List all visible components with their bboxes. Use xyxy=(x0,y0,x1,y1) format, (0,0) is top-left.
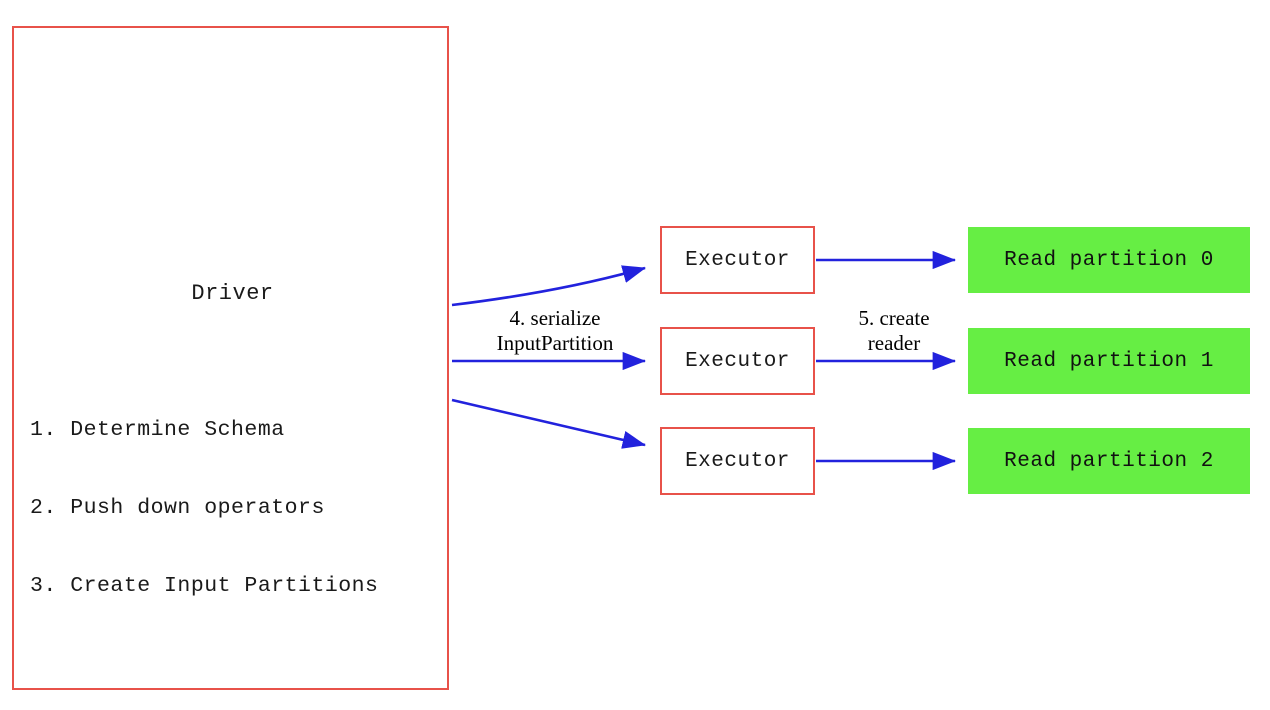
edge-label-create-reader-line-2: reader xyxy=(867,331,921,355)
read-partition-box-0: Read partition 0 xyxy=(968,227,1250,293)
read-partition-label: Read partition 0 xyxy=(1004,248,1214,272)
executor-label: Executor xyxy=(685,349,790,373)
arrow-driver-to-executor-2 xyxy=(451,398,647,449)
driver-title: Driver xyxy=(191,281,274,306)
edge-label-serialize: 4. serialize InputPartition xyxy=(459,306,651,356)
driver-box: Driver 1. Determine Schema 2. Push down … xyxy=(12,26,449,690)
read-partition-box-1: Read partition 1 xyxy=(968,328,1250,394)
driver-step-2: 2. Push down operators xyxy=(30,496,325,520)
executor-label: Executor xyxy=(685,248,790,272)
read-partition-label: Read partition 2 xyxy=(1004,449,1214,473)
edge-label-serialize-line-1: 4. serialize xyxy=(509,306,601,330)
driver-step-3: 3. Create Input Partitions xyxy=(30,574,379,598)
read-partition-box-2: Read partition 2 xyxy=(968,428,1250,494)
edge-label-create-reader-line-1: 5. create xyxy=(858,306,930,330)
executor-box-2: Executor xyxy=(660,427,815,495)
executor-box-1: Executor xyxy=(660,327,815,395)
driver-step-1: 1. Determine Schema xyxy=(30,418,285,442)
edge-label-serialize-line-2: InputPartition xyxy=(496,331,614,355)
executor-label: Executor xyxy=(685,449,790,473)
arrow-driver-to-executor-0 xyxy=(451,265,647,307)
executor-box-0: Executor xyxy=(660,226,815,294)
driver-steps-list: 1. Determine Schema 2. Push down operato… xyxy=(30,365,378,651)
read-partition-label: Read partition 1 xyxy=(1004,349,1214,373)
edge-label-create-reader: 5. create reader xyxy=(824,306,964,356)
